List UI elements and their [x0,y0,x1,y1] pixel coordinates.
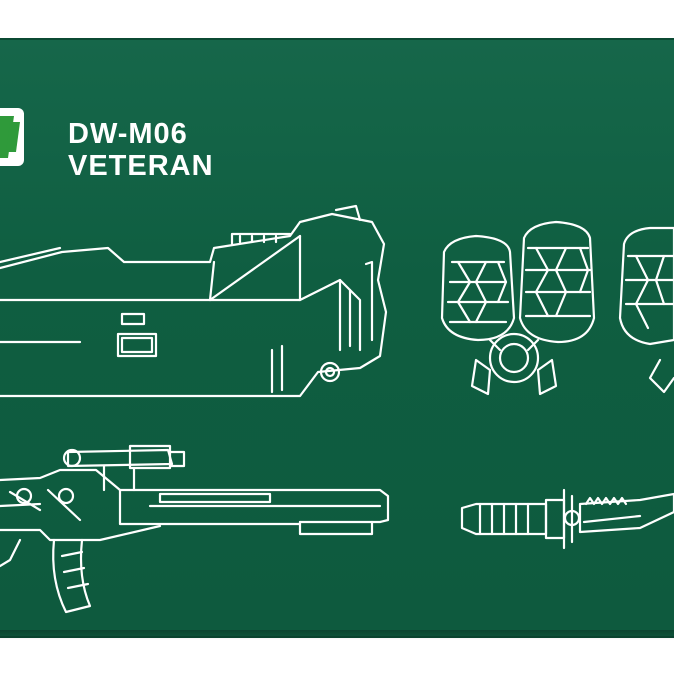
model-name: VETERAN [68,150,214,182]
product-title: DW-M06 VETERAN [68,118,214,182]
backpack-booster-outline [0,204,388,398]
box-bottom-shadow [0,630,674,640]
brand-logo [0,108,24,166]
model-code: DW-M06 [68,118,188,150]
assault-rifle-with-scope-outline [0,444,390,614]
knife-weapon-outline [460,488,674,550]
fist-hand-parts-outline [440,220,674,396]
